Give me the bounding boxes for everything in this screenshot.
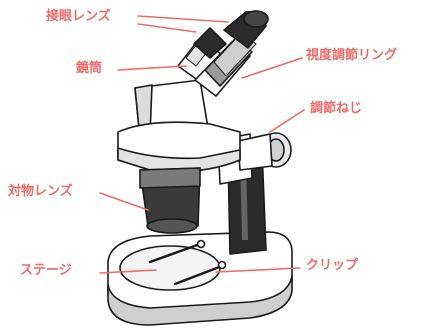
stage-surface: [119, 245, 221, 291]
eyepiece-label: 接眼レンズ: [46, 9, 111, 24]
diopter-ring-label: 視度調節リング: [306, 48, 398, 63]
objective-label: 対物レンズ: [8, 184, 73, 199]
leader-eyepiece-1: [137, 15, 229, 23]
leader-diopter: [241, 57, 303, 79]
focus-knob: [237, 132, 292, 171]
focus-knob-label: 調節ねじ: [310, 101, 363, 116]
clip-label: クリップ: [306, 258, 359, 273]
eyepieces: [193, 10, 269, 59]
leader-focus: [269, 109, 305, 133]
body: [117, 79, 241, 173]
leader-lines: [99, 15, 305, 274]
leader-tube: [117, 65, 187, 71]
clips: [148, 239, 227, 286]
stage-label: ステージ: [20, 263, 72, 278]
leader-clip: [215, 267, 301, 273]
objective: [139, 167, 201, 234]
tube-label: 鏡筒: [76, 61, 103, 76]
leader-stage: [99, 269, 157, 274]
leader-objective: [99, 192, 149, 211]
microscope-illustration: [107, 10, 293, 326]
leader-eyepiece-2: [137, 23, 197, 33]
